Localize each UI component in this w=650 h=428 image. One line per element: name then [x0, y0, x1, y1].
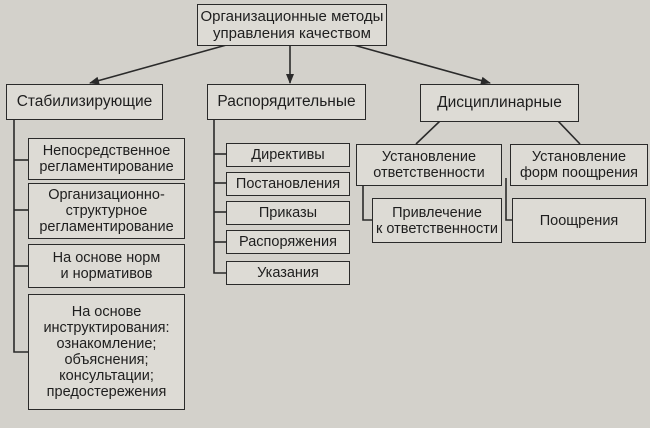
administrative-item-resolutions: Постановления	[226, 172, 350, 196]
stabilizing-bracket	[13, 119, 28, 353]
arrow-root-to-disciplinary	[349, 43, 491, 85]
administrative-item-instructions: Указания	[226, 261, 350, 285]
disciplinary-responsibility-establishment: Установление ответственности	[356, 144, 502, 186]
stabilizing-item-structural-regulation: Организационно- структурное регламентиро…	[28, 183, 185, 239]
administrative-item-directions: Распоряжения	[226, 230, 350, 254]
disc-left-child-link	[362, 178, 372, 221]
category-disciplinary: Дисциплинарные	[420, 84, 579, 122]
disciplinary-reward-forms-establishment: Установление форм поощрения	[510, 144, 648, 186]
administrative-bracket	[213, 119, 226, 274]
disciplinary-rewards: Поощрения	[512, 198, 646, 243]
stabilizing-item-norms: На основе норм и нормативов	[28, 244, 185, 288]
administrative-item-directives: Директивы	[226, 143, 350, 167]
disciplinary-bringing-to-responsibility: Привлечение к ответственности	[372, 198, 502, 243]
arrow-root-to-stabilizing	[89, 43, 231, 85]
category-administrative: Распорядительные	[207, 84, 366, 120]
disc-right-child-link	[505, 178, 512, 221]
root-node: Организационные методы управления качест…	[197, 4, 387, 46]
category-stabilizing: Стабилизирующие	[6, 84, 163, 120]
disc-left-branch	[415, 120, 441, 145]
stabilizing-item-instruction: На основе инструктирования: ознакомление…	[28, 294, 185, 410]
stabilizing-item-direct-regulation: Непосредственное регламентирование	[28, 138, 185, 180]
administrative-item-orders: Приказы	[226, 201, 350, 225]
disc-right-branch	[557, 120, 581, 145]
